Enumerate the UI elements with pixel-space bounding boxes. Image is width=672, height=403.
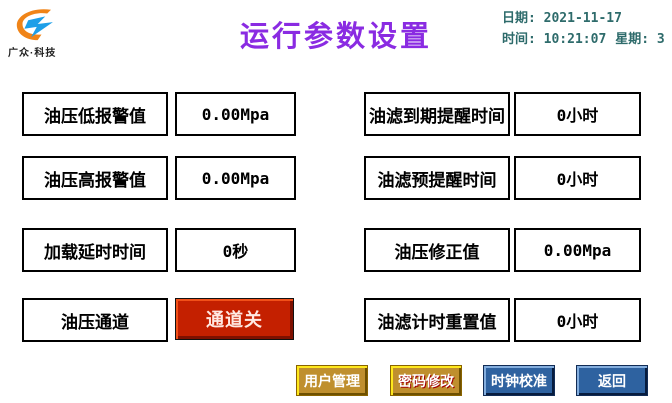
date-text: 日期: 2021-11-17 <box>502 11 622 26</box>
field-oil-pressure-correction[interactable]: 0.00Mpa <box>514 228 641 272</box>
field-oil-pressure-low-alarm[interactable]: 0.00Mpa <box>175 92 296 136</box>
field-oil-filter-pre-reminder-time[interactable]: 0小时 <box>514 156 641 200</box>
brand-name: 广众·科技 <box>8 48 57 59</box>
date-line: 日期: 2021-11-17 <box>502 8 668 29</box>
time-line: 时间: 10:21:07 星期: 3 <box>502 29 668 50</box>
brand-logo: 广众·科技 <box>8 5 78 59</box>
label-oil-pressure-channel: 油压通道 <box>22 298 168 342</box>
field-load-delay-time[interactable]: 0秒 <box>175 228 296 272</box>
user-management-button[interactable]: 用户管理 <box>296 365 368 396</box>
datetime-panel: 日期: 2021-11-17 时间: 10:21:07 星期: 3 <box>502 8 668 50</box>
week-text: 星期: 3 <box>615 32 665 47</box>
channel-toggle-button[interactable]: 通道关 <box>175 298 294 340</box>
label-oil-pressure-correction: 油压修正值 <box>364 228 510 272</box>
label-oil-pressure-low-alarm: 油压低报警值 <box>22 92 168 136</box>
label-oil-pressure-high-alarm: 油压高报警值 <box>22 156 168 200</box>
field-oil-pressure-high-alarm[interactable]: 0.00Mpa <box>175 156 296 200</box>
gz-logo-icon <box>8 5 78 43</box>
label-oil-filter-due-reminder-time: 油滤到期提醒时间 <box>364 92 510 136</box>
label-load-delay-time: 加载延时时间 <box>22 228 168 272</box>
page-title: 运行参数设置 <box>239 21 432 53</box>
clock-calibration-button[interactable]: 时钟校准 <box>483 365 555 396</box>
back-button[interactable]: 返回 <box>576 365 648 396</box>
password-change-button[interactable]: 密码修改 <box>390 365 462 396</box>
label-oil-filter-timer-reset: 油滤计时重置值 <box>364 298 510 342</box>
field-oil-filter-timer-reset[interactable]: 0小时 <box>514 298 641 342</box>
time-text: 时间: 10:21:07 <box>502 32 607 47</box>
field-oil-filter-due-reminder-time[interactable]: 0小时 <box>514 92 641 136</box>
label-oil-filter-pre-reminder-time: 油滤预提醒时间 <box>364 156 510 200</box>
